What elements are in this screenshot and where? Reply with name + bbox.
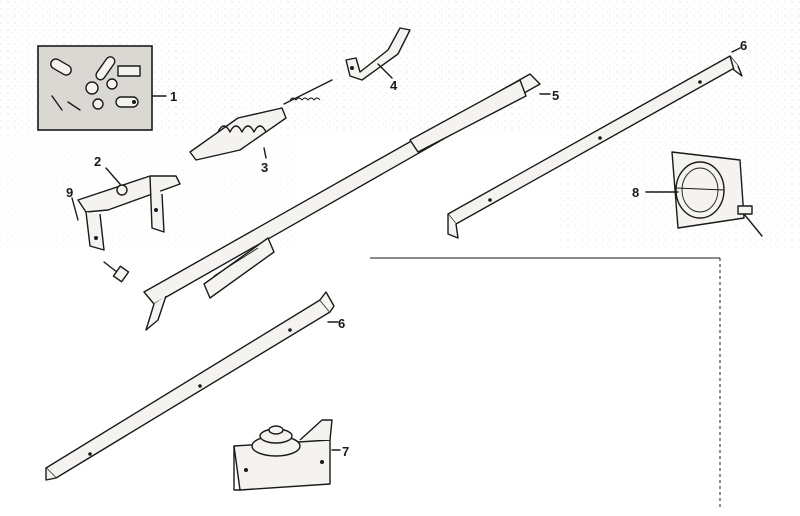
- part-3-spring-assembly: [189, 79, 333, 161]
- callout-2: 2: [94, 154, 101, 169]
- part-6-angle-rail-upper: [447, 55, 743, 239]
- callout-3: 3: [261, 160, 268, 175]
- callout-8: 8: [632, 185, 639, 200]
- callout-4: 4: [390, 78, 398, 93]
- part-4-header-bracket: [345, 27, 411, 81]
- callout-5: 5: [552, 88, 559, 103]
- callout-6-lower: 6: [338, 316, 345, 331]
- part-5-rail: [143, 73, 541, 331]
- part-1-hardware-kit: [37, 45, 153, 131]
- part-2-trolley-bracket: [77, 175, 181, 283]
- part-7-drive-sprocket: [233, 419, 333, 491]
- callout-1: 1: [170, 89, 177, 104]
- reference-lines: [370, 257, 721, 510]
- part-8-pulley-bracket: [671, 151, 763, 237]
- callout-9: 9: [66, 185, 73, 200]
- callout-7: 7: [342, 444, 349, 459]
- callout-6-upper: 6: [740, 38, 747, 53]
- part-6-angle-rail-lower: [45, 291, 335, 481]
